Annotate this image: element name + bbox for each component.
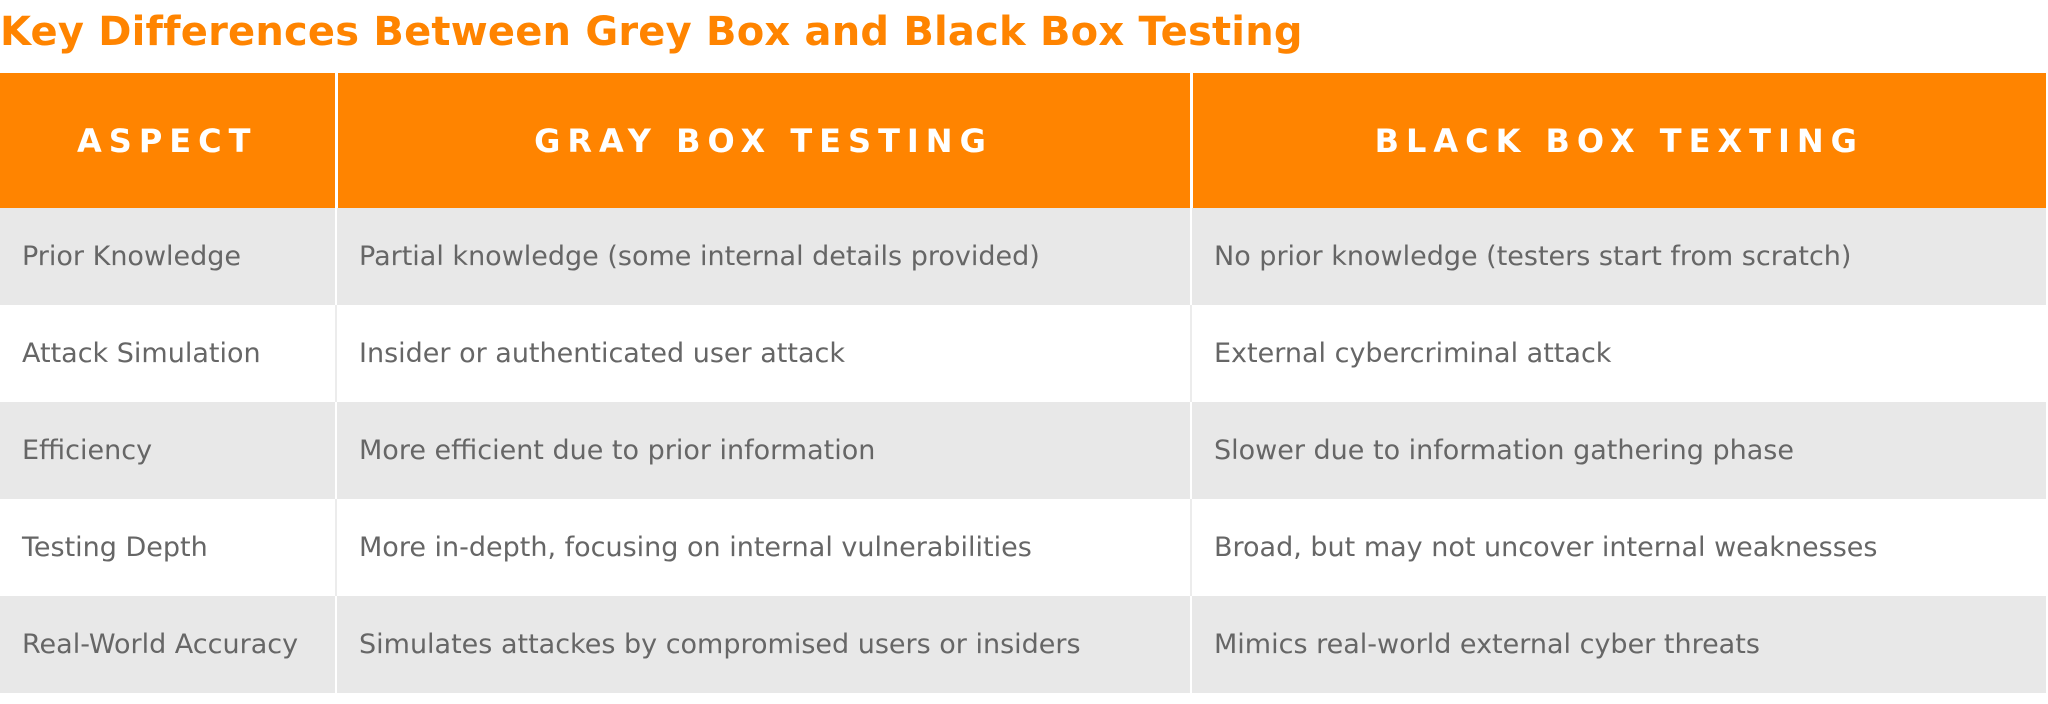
comparison-table: ASPECT GRAY BOX TESTING BLACK BOX TEXTIN…	[0, 73, 2046, 693]
gray-box-cell: Simulates attackes by compromised users …	[336, 596, 1192, 693]
gray-box-cell: Insider or authenticated user attack	[336, 305, 1192, 402]
header-black-box-testing: BLACK BOX TEXTING	[1191, 73, 2046, 208]
gray-box-cell: More efficient due to prior information	[336, 402, 1192, 499]
aspect-cell: Real-World Accuracy	[0, 596, 337, 693]
table-row: Real-World Accuracy Simulates attackes b…	[0, 596, 2046, 693]
header-aspect: ASPECT	[0, 73, 338, 208]
page-title: Key Differences Between Grey Box and Bla…	[0, 9, 1303, 55]
table-row: Efficiency More efficient due to prior i…	[0, 402, 2046, 499]
header-gray-box-testing: GRAY BOX TESTING	[336, 73, 1193, 208]
table-row: Prior Knowledge Partial knowledge (some …	[0, 208, 2046, 305]
table-row: Testing Depth More in-depth, focusing on…	[0, 499, 2046, 596]
black-box-cell: Broad, but may not uncover internal weak…	[1191, 499, 2046, 596]
aspect-cell: Prior Knowledge	[0, 208, 337, 305]
aspect-cell: Testing Depth	[0, 499, 337, 596]
table-body: Prior Knowledge Partial knowledge (some …	[0, 208, 2046, 693]
table-header: ASPECT GRAY BOX TESTING BLACK BOX TEXTIN…	[0, 73, 2046, 208]
black-box-cell: Mimics real-world external cyber threats	[1191, 596, 2046, 693]
black-box-cell: No prior knowledge (testers start from s…	[1191, 208, 2046, 305]
table-row: Attack Simulation Insider or authenticat…	[0, 305, 2046, 402]
header-row: ASPECT GRAY BOX TESTING BLACK BOX TEXTIN…	[0, 73, 2046, 208]
aspect-cell: Efficiency	[0, 402, 337, 499]
aspect-cell: Attack Simulation	[0, 305, 337, 402]
gray-box-cell: More in-depth, focusing on internal vuln…	[336, 499, 1192, 596]
black-box-cell: Slower due to information gathering phas…	[1191, 402, 2046, 499]
black-box-cell: External cybercriminal attack	[1191, 305, 2046, 402]
gray-box-cell: Partial knowledge (some internal details…	[336, 208, 1192, 305]
